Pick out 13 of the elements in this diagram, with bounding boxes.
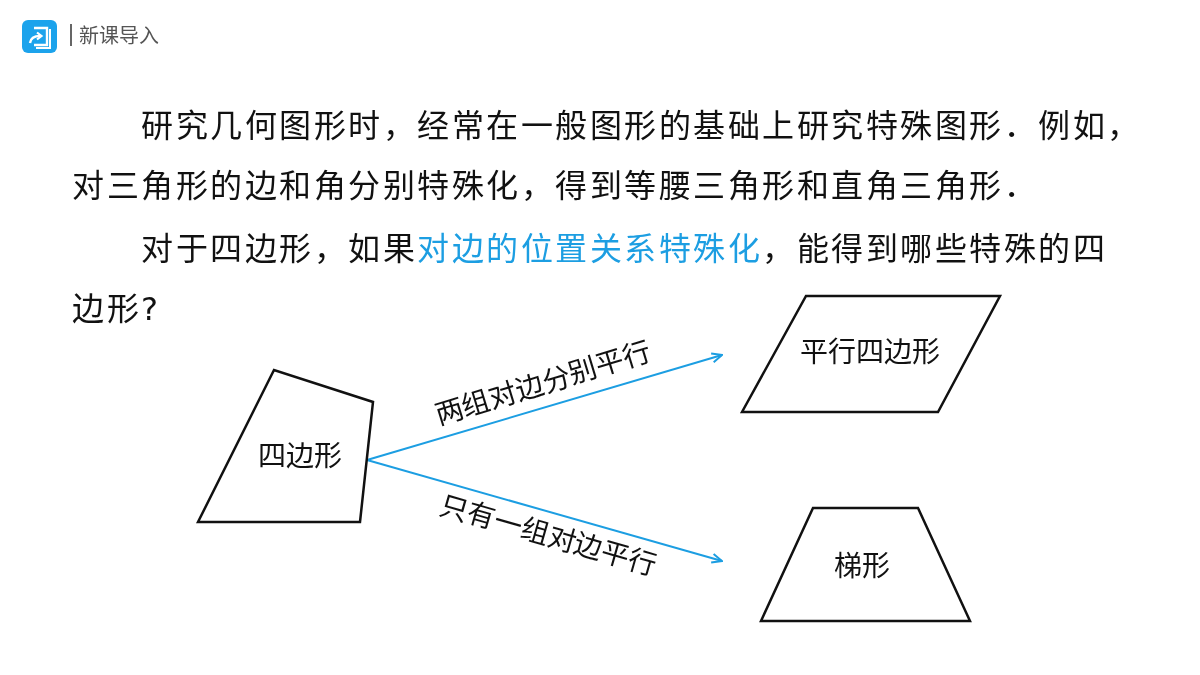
shape-label: 平行四边形 — [800, 336, 940, 370]
edge-label: 两组对边分别平行 — [430, 335, 656, 433]
arrow — [366, 352, 723, 461]
section-heading: 新课导入 — [79, 23, 159, 50]
quadrilateral-shape — [197, 369, 374, 523]
parallelogram-shape — [741, 295, 1002, 414]
paragraph: 研究几何图形时，经常在一般图形的基础上研究特殊图形．例如，对三角形的边和角分别特殊化，得到等腰三角形和直角三角形． — [72, 106, 1143, 207]
shape-label: 梯形 — [834, 550, 890, 584]
edge-label: 只有一组对边平行 — [435, 488, 661, 584]
paragraph: 对于四边形，如果对边的位置关系特殊化，能得到哪些特殊的四边形? — [72, 229, 1108, 330]
trapezoid-shape — [760, 507, 972, 623]
arrow — [366, 459, 723, 564]
shape-label: 四边形 — [258, 440, 342, 474]
